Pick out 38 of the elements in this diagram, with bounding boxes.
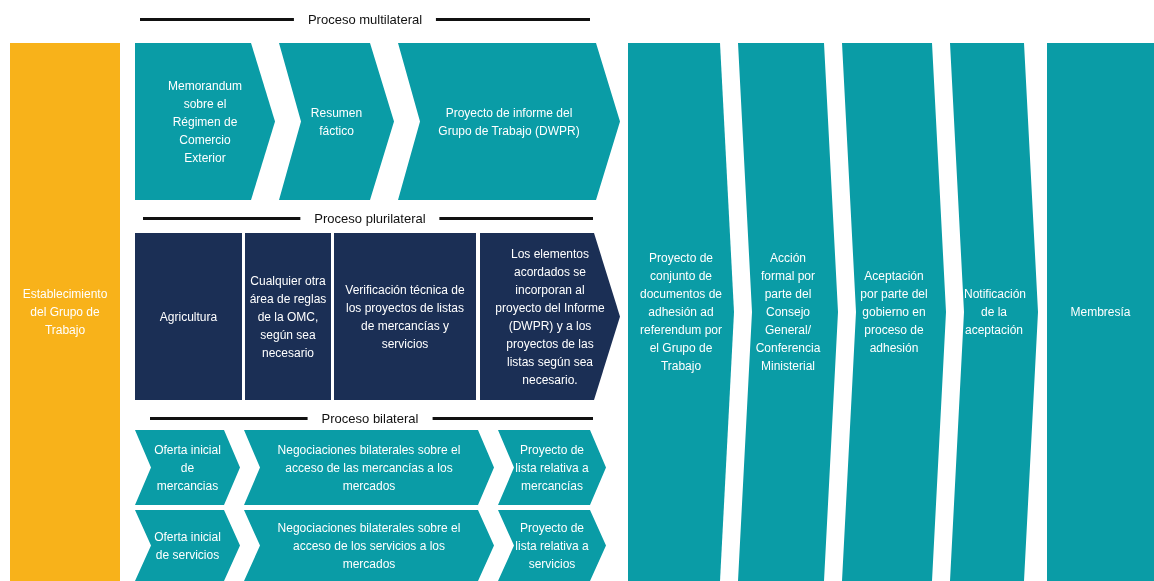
chevron-step <box>628 43 734 581</box>
chevron-step <box>398 43 620 200</box>
step-label: Proyecto de lista relativa a mercancías <box>515 441 589 495</box>
chevron-step <box>498 510 606 581</box>
step-label: Verificación técnica de los proyectos de listas de mercancías y servicios <box>344 281 466 353</box>
chevron-step <box>279 43 394 200</box>
step-label: Negociaciones bilaterales sobre el acceso de los servicios a los mercados <box>276 519 462 573</box>
step-label: Proyecto de lista relativa a servicios <box>515 519 589 573</box>
process-box <box>10 43 120 581</box>
chevron-step <box>244 510 494 581</box>
step-label: Negociaciones bilaterales sobre el acceso de las mercancías a los mercados <box>276 441 462 495</box>
chevron-step <box>498 430 606 505</box>
chevron-step <box>842 43 946 581</box>
step-label: Acción formal por parte del Consejo General/ Conferencia Ministerial <box>754 250 822 375</box>
step-label: Membresía <box>1069 304 1132 321</box>
chevron-step <box>480 233 620 400</box>
process-box <box>135 233 242 400</box>
chevron-step <box>738 43 838 581</box>
step-label: Proyecto de informe del Grupo de Trabajo (DWPR) <box>437 104 581 140</box>
chevron-step <box>244 430 494 505</box>
step-label: Memorandum sobre el Régimen de Comercio Exterior <box>167 77 243 167</box>
process-box <box>245 233 331 400</box>
process-box <box>334 233 476 400</box>
step-label: Establecimiento del Grupo de Trabajo <box>21 286 109 339</box>
step-label: Agricultura <box>158 308 219 326</box>
chevron-step <box>135 430 240 505</box>
chevron-step <box>950 43 1038 581</box>
step-label: Proyecto de conjunto de documentos de adhesión ad referendum por el Grupo de Trabajo <box>638 250 724 375</box>
step-label: Cualquier otra área de reglas de la OMC, según sea necesario <box>248 272 328 362</box>
process-box <box>1047 43 1154 581</box>
step-label: Resumen fáctico <box>309 104 364 140</box>
step-label: Oferta inicial de servicios <box>153 528 222 564</box>
chevron-step <box>135 43 275 200</box>
step-label: Aceptación por parte del gobierno en proceso de adhesión <box>859 268 929 357</box>
step-label: Los elementos acordados se incorporan al proyecto del Informe (DWPR) y a los proyectos de las listas según sea necesario. <box>495 245 605 389</box>
chevron-step <box>135 510 240 581</box>
step-label: Notificación de la aceptación <box>964 286 1024 339</box>
step-label: Oferta inicial de mercancias <box>153 441 222 495</box>
